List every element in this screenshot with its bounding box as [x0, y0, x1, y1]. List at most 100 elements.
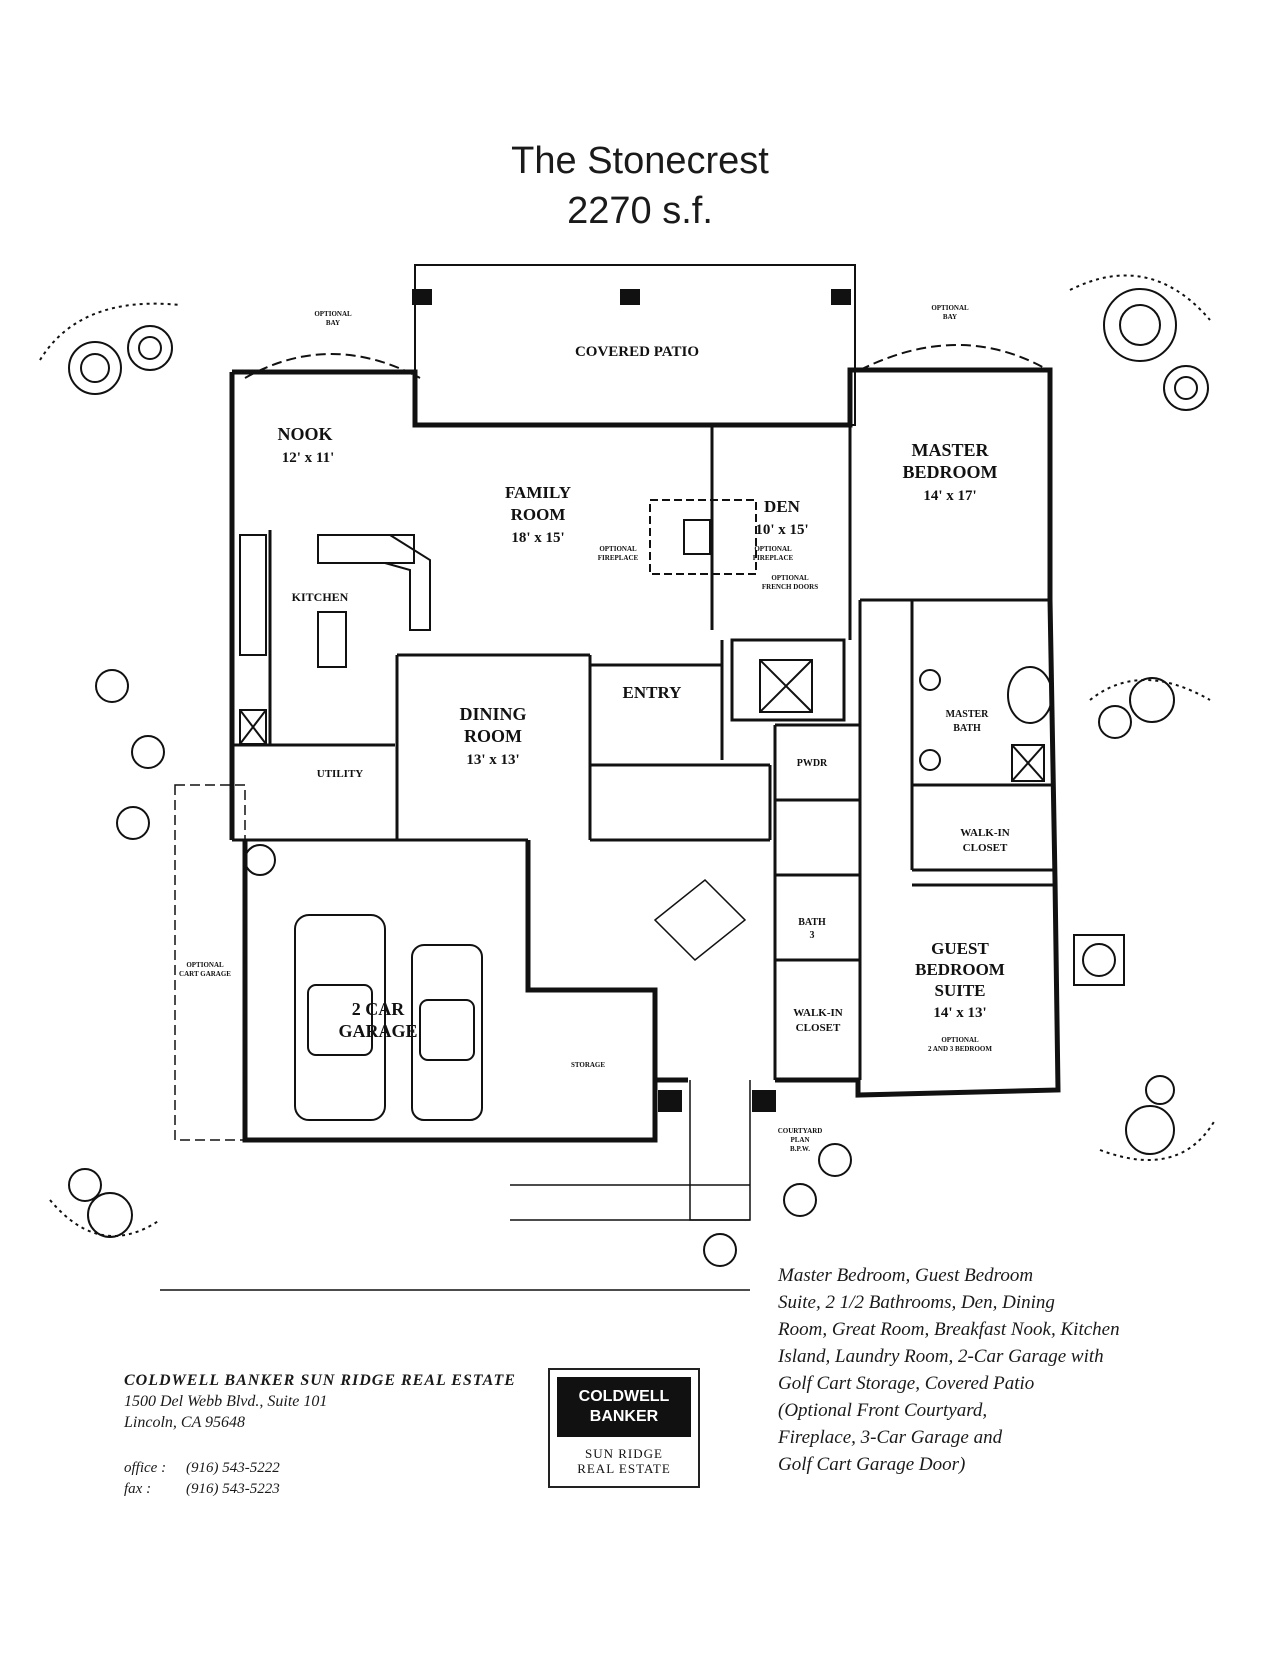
shrub — [131, 735, 165, 769]
bath-3-label: BATH — [798, 917, 826, 928]
optional-bay-note-master-2: BAY — [943, 313, 957, 321]
shrub — [1129, 677, 1175, 723]
shrub-inner — [1174, 376, 1198, 400]
powder-label: PWDR — [797, 758, 828, 769]
exterior-wall-east — [775, 599, 1061, 1098]
walk-in-closet-label-2: CLOSET — [963, 842, 1008, 854]
courtyard-post — [658, 1090, 682, 1112]
kitchen-island — [317, 611, 347, 668]
bath-3-number: 3 — [810, 930, 815, 941]
feature-line: Suite, 2 1/2 Bathrooms, Den, Dining — [778, 1292, 1055, 1313]
feature-line: Golf Cart Garage Door) — [778, 1454, 966, 1475]
garage-label: 2 CAR — [352, 999, 405, 1019]
shower-box — [1011, 744, 1045, 782]
shrub — [87, 1192, 133, 1238]
master-sink — [919, 749, 941, 771]
optional-cart-garage-note: OPTIONAL — [186, 961, 224, 969]
optional-cart-garage-outline — [174, 784, 246, 1141]
courtyard-note-3: B.P.W. — [790, 1145, 810, 1153]
foyer-box — [730, 638, 846, 722]
front-walk — [689, 1080, 751, 1221]
shrub — [1098, 705, 1132, 739]
exterior-fixture — [1073, 934, 1125, 986]
floor-plan-diagram: COVERED PATIO NOOK 12' x 11' FAMILY ROOM… — [39, 264, 1216, 1291]
planting-bed-edge — [1069, 274, 1211, 321]
walk-in-closet-2-label-2: CLOSET — [796, 1022, 841, 1034]
planting-bed-edge — [1099, 1119, 1216, 1161]
walk-in-closet-2-label: WALK-IN — [793, 1007, 843, 1019]
optional-fireplace-note-den: OPTIONAL — [754, 545, 792, 553]
dining-room-label-2: ROOM — [464, 726, 522, 746]
foyer-skylight — [759, 659, 813, 713]
shrub — [703, 1233, 737, 1267]
fax-number: (916) 543-5223 — [186, 1481, 280, 1497]
walk-in-closet-label: WALK-IN — [960, 827, 1010, 839]
guest-suite-label-3: SUITE — [934, 981, 985, 1000]
feature-line: Room, Great Room, Breakfast Nook, Kitche… — [778, 1319, 1120, 1340]
agency-address-line-1: 1500 Del Webb Blvd., Suite 101 — [124, 1393, 328, 1410]
optional-french-doors-note: OPTIONAL — [771, 574, 809, 582]
master-tub — [1007, 666, 1053, 724]
patio-post — [620, 289, 640, 305]
office-phone: (916) 543-5222 — [186, 1460, 280, 1476]
master-bedroom-label-2: BEDROOM — [902, 462, 997, 482]
optional-bay-note-2: BAY — [326, 319, 340, 327]
entry-label: ENTRY — [623, 683, 682, 702]
planting-bed-edge — [49, 1199, 161, 1237]
family-room-label-2: ROOM — [511, 505, 566, 524]
shrub — [68, 1168, 102, 1202]
den-label: DEN — [764, 497, 801, 516]
exterior-fixture-circle — [1082, 943, 1116, 977]
feature-line: Golf Cart Storage, Covered Patio — [778, 1373, 1035, 1394]
garage-car-left — [294, 914, 386, 1121]
shrub-inner — [1119, 304, 1161, 346]
den-size: 10' x 15' — [755, 522, 808, 538]
dining-room-label: DINING — [459, 704, 526, 724]
storage-note: STORAGE — [571, 1061, 605, 1069]
optional-bedroom-note: OPTIONAL — [941, 1036, 979, 1044]
kitchen-counter — [317, 534, 415, 564]
shrub — [68, 341, 122, 395]
guest-suite-label-2: BEDROOM — [915, 960, 1005, 979]
optional-french-doors-note-2: FRENCH DOORS — [762, 583, 818, 591]
patio-post — [412, 289, 432, 305]
guest-suite-size: 14' x 13' — [933, 1005, 986, 1021]
shrub — [95, 669, 129, 703]
shrub — [1103, 288, 1177, 362]
agency-contact: office :(916) 543-5222 fax :(916) 543-52… — [124, 1458, 280, 1500]
shrub — [127, 325, 173, 371]
dining-room-size: 13' x 13' — [466, 752, 519, 768]
logo-line-2: BANKER — [589, 1408, 659, 1425]
feature-line: Fireplace, 3-Car Garage and — [778, 1427, 1003, 1448]
shrub — [1125, 1105, 1175, 1155]
master-optional-bay — [859, 344, 1049, 371]
master-bath-label: MASTER — [946, 709, 990, 720]
optional-fireplace-note: OPTIONAL — [599, 545, 637, 553]
kitchen-appliances — [239, 534, 267, 656]
optional-bedroom-note-2: 2 AND 3 BEDROOM — [928, 1045, 992, 1053]
nook-size: 12' x 11' — [282, 450, 335, 466]
optional-fireplace-box — [649, 499, 757, 575]
master-bedroom-label: MASTER — [911, 440, 989, 460]
patio-post — [831, 289, 851, 305]
logo-sub-line-1: SUN RIDGE — [585, 1446, 663, 1461]
optional-bay-note-master: OPTIONAL — [931, 304, 969, 312]
utility-label: UTILITY — [317, 768, 364, 780]
kitchen-counter-l — [384, 534, 431, 631]
coldwell-banker-logo: COLDWELL BANKER SUN RIDGE REAL ESTATE — [548, 1368, 700, 1488]
storage-wall — [525, 840, 658, 1080]
fireplace-icon — [683, 519, 711, 555]
logo-subtitle: SUN RIDGE REAL ESTATE — [550, 1446, 698, 1476]
feature-line: (Optional Front Courtyard, — [778, 1400, 988, 1421]
shrub — [1145, 1075, 1175, 1105]
feature-line: Island, Laundry Room, 2-Car Garage with — [778, 1346, 1104, 1367]
kitchen-label: KITCHEN — [292, 590, 349, 604]
nook-optional-bay — [244, 353, 421, 379]
agency-address-line-2: Lincoln, CA 95648 — [124, 1414, 246, 1431]
courtyard-note: COURTYARD — [778, 1127, 823, 1135]
agency-info: COLDWELL BANKER SUN RIDGE REAL ESTATE 15… — [124, 1370, 516, 1433]
garage-car-right — [411, 944, 483, 1121]
logo-line-1: COLDWELL — [578, 1388, 670, 1405]
courtyard-planter — [653, 878, 747, 962]
shrub-inner — [80, 353, 110, 383]
